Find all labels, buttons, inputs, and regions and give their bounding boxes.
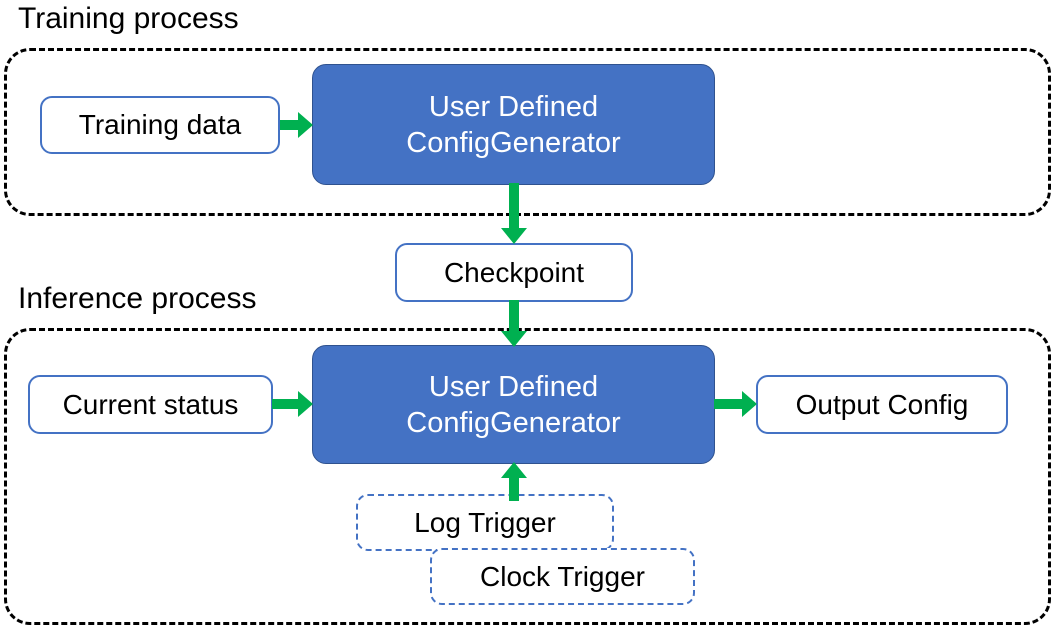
node-log-trigger-label: Log Trigger (414, 506, 556, 538)
node-generator-training-label-line1: User Defined (428, 90, 599, 123)
section-title-training: Training process (18, 2, 239, 35)
node-user-defined-config-generator-inference[interactable]: User Defined ConfigGenerator (312, 345, 715, 464)
node-current-status[interactable]: Current status (28, 375, 273, 434)
node-checkpoint[interactable]: Checkpoint (395, 243, 633, 302)
node-output-config-label: Output Config (795, 388, 969, 420)
node-log-trigger[interactable]: Log Trigger (356, 494, 614, 551)
node-current-status-label: Current status (62, 388, 239, 420)
arrow-current-status-to-generator-icon (272, 390, 314, 418)
node-user-defined-config-generator-training[interactable]: User Defined ConfigGenerator (312, 64, 715, 185)
arrow-generator-to-output-config-icon (714, 390, 758, 418)
section-title-inference: Inference process (18, 282, 257, 315)
node-generator-inference-label-line1: User Defined (428, 370, 599, 403)
node-clock-trigger-label: Clock Trigger (480, 560, 645, 592)
node-generator-training-label-line2: ConfigGenerator (406, 126, 621, 159)
node-output-config[interactable]: Output Config (756, 375, 1008, 434)
arrow-generator-to-checkpoint-icon (500, 183, 528, 245)
arrow-checkpoint-to-generator-icon (500, 300, 528, 348)
node-clock-trigger[interactable]: Clock Trigger (430, 548, 695, 605)
node-training-data[interactable]: Training data (40, 96, 280, 154)
arrow-training-data-to-generator-icon (280, 111, 314, 139)
inference-process-container (4, 328, 1051, 625)
arrow-log-trigger-to-generator-icon (500, 462, 528, 502)
node-generator-inference-label-line2: ConfigGenerator (406, 406, 621, 439)
training-process-container (4, 48, 1051, 216)
node-checkpoint-label: Checkpoint (443, 256, 585, 288)
node-training-data-label: Training data (78, 109, 242, 140)
